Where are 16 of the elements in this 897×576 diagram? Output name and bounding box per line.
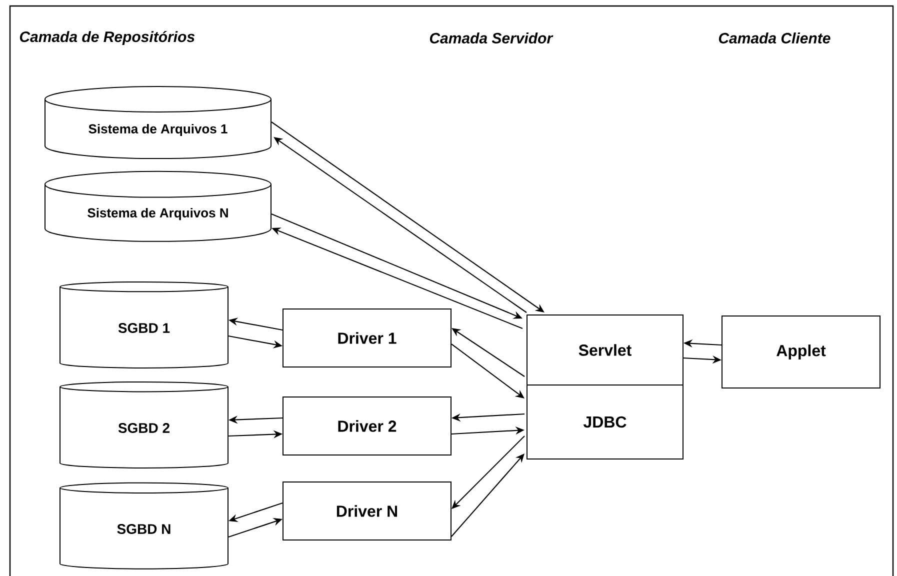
component-box: Applet [722, 316, 880, 388]
database-cylinder: Sistema de Arquivos 1 [44, 86, 272, 160]
component-box: Driver N [282, 482, 452, 540]
arrow [451, 454, 524, 537]
database-cylinder: SGBD 2 [60, 381, 228, 468]
component-box: Driver 2 [282, 396, 452, 456]
database-cylinder: Sistema de Arquivos N [44, 170, 272, 242]
arrow [452, 436, 525, 509]
layer-heading: Camada de Repositórios [20, 30, 195, 46]
layer-heading: Camada Servidor [430, 32, 554, 44]
component-box: Servlet [526, 314, 684, 386]
layer-heading: Camada Cliente [718, 32, 830, 44]
component-box: JDBC [526, 384, 684, 460]
database-cylinder: SGBD N [60, 482, 228, 570]
database-cylinder: SGBD 1 [60, 281, 228, 368]
component-box: Driver 1 [282, 308, 452, 368]
